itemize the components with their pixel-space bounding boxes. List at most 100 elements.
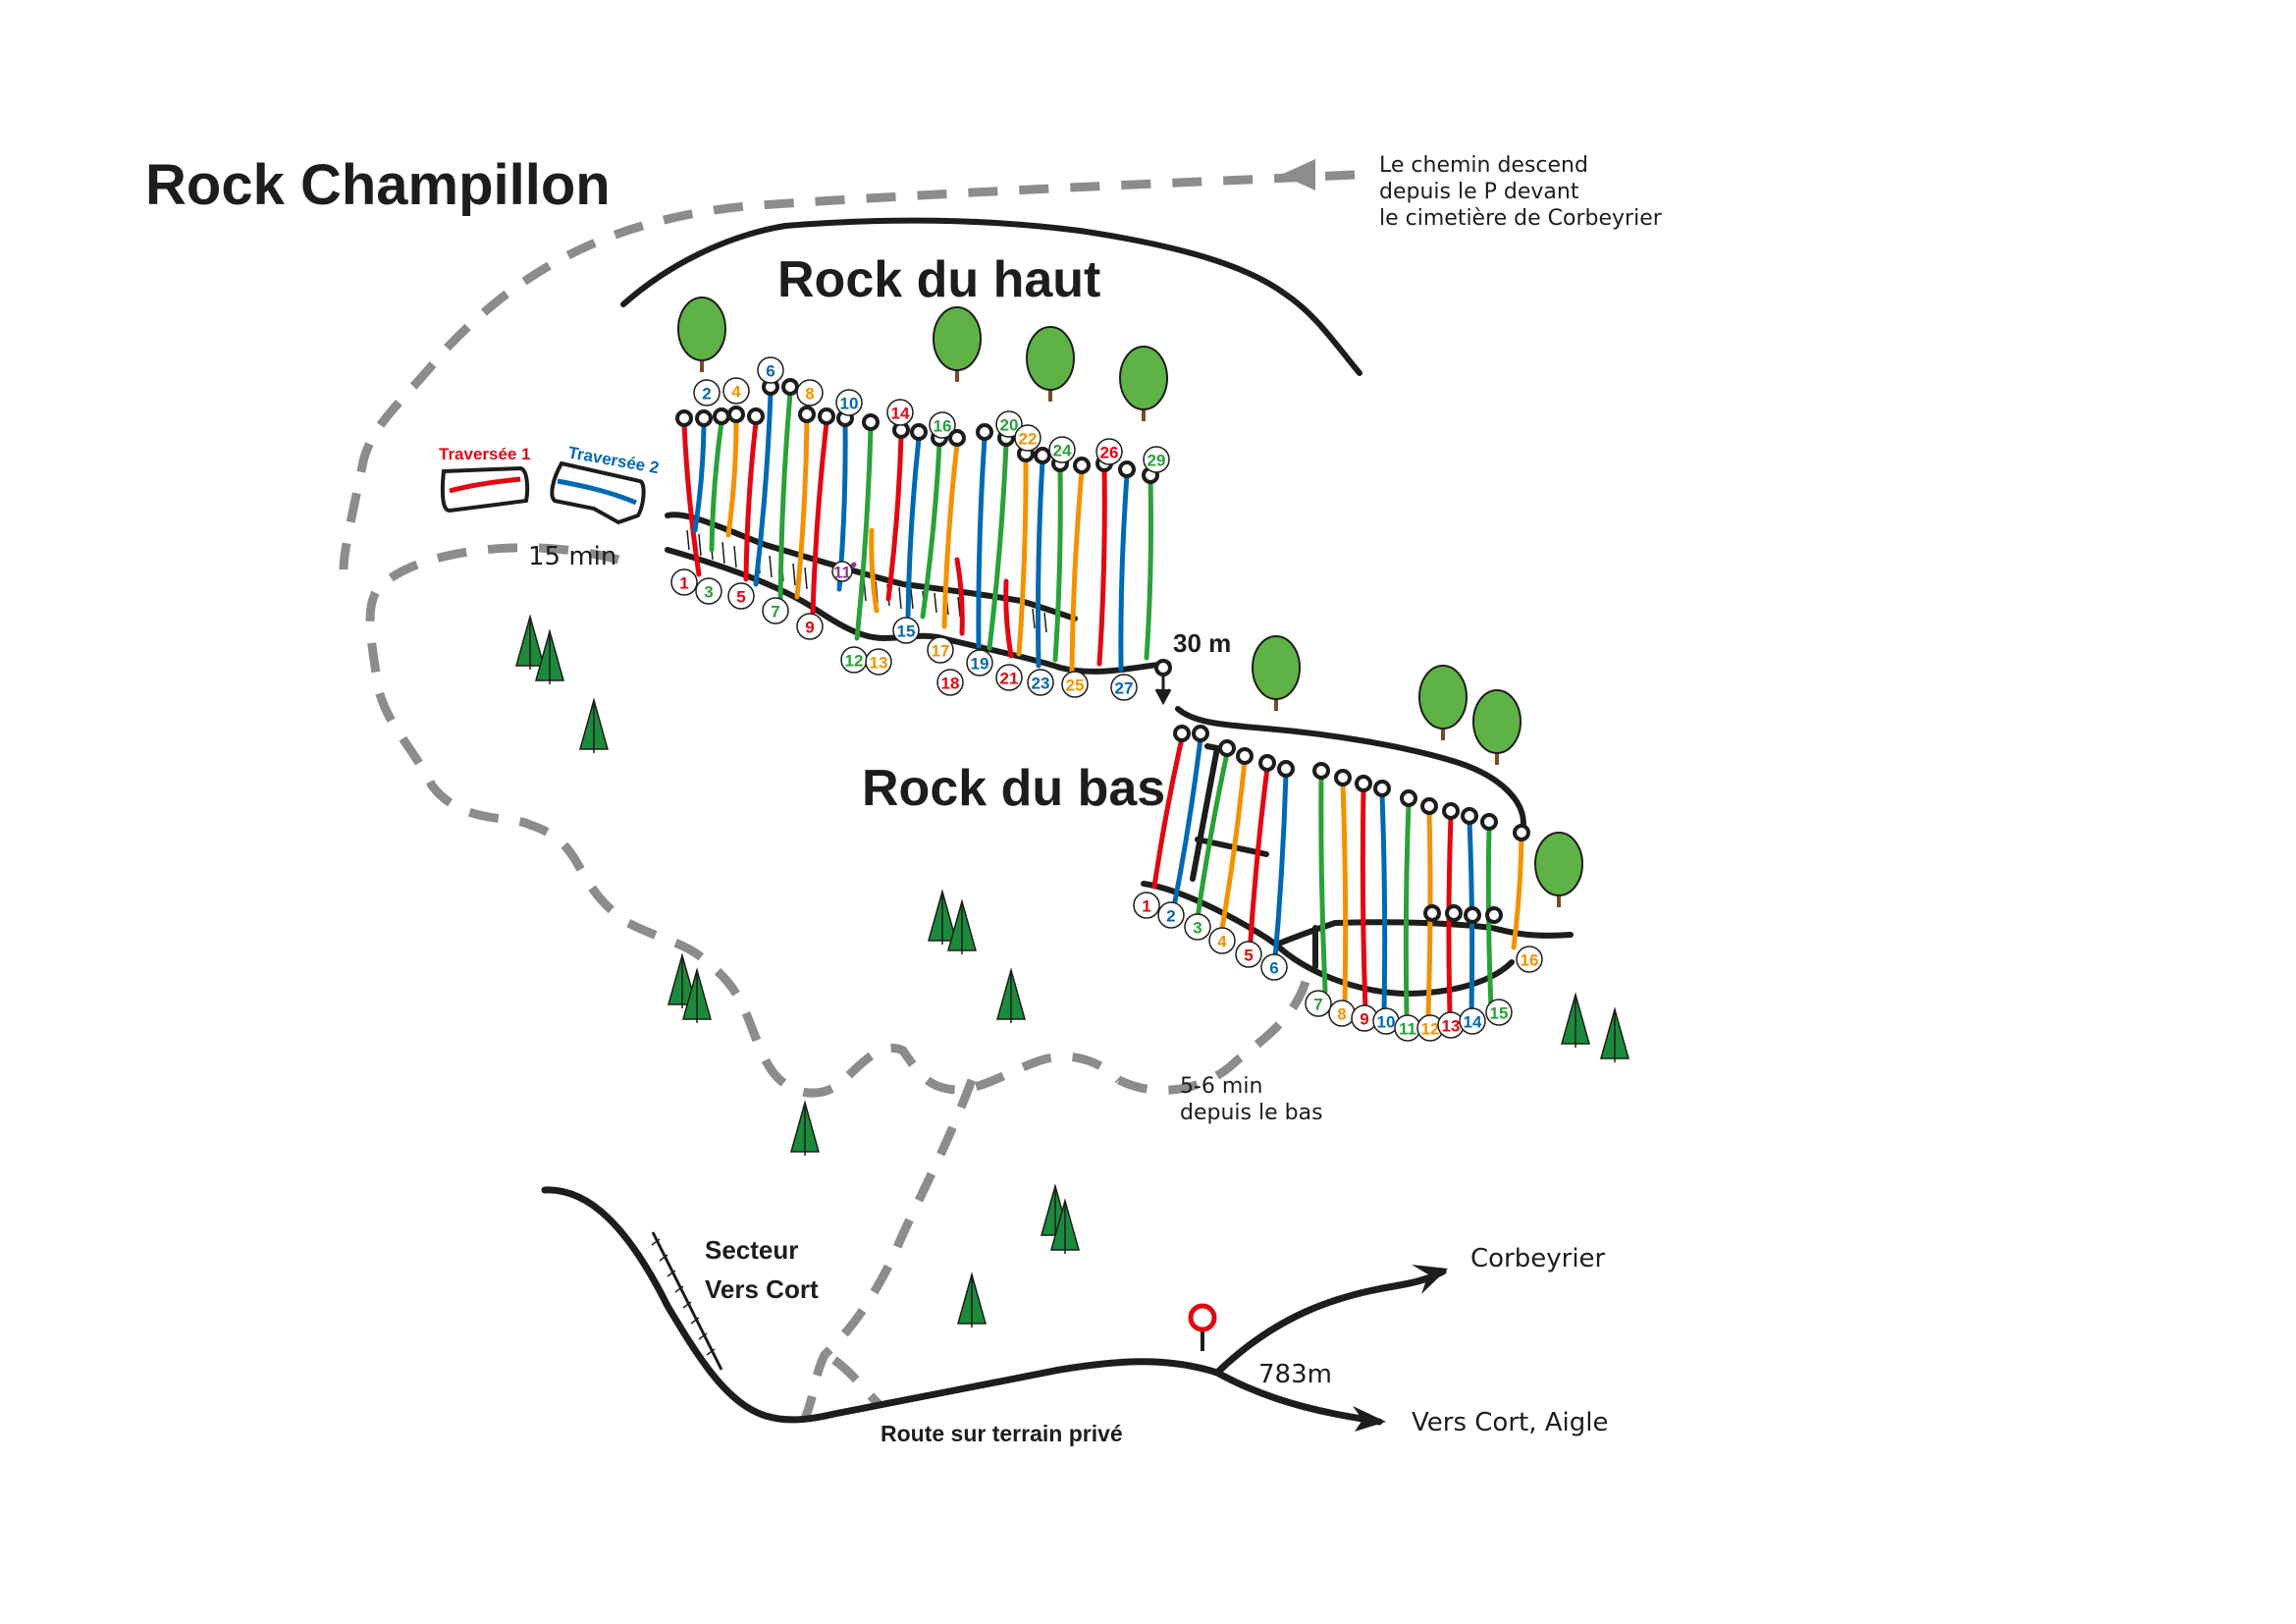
route-haut-1[interactable]: 1 [670, 409, 702, 596]
route-bas-2[interactable]: 2 [1157, 725, 1209, 929]
route-haut-4[interactable]: 4 [722, 377, 750, 538]
sector-vers-cort-line-1: Secteur [705, 1235, 798, 1265]
route-haut-25[interactable]: 25 [1061, 457, 1091, 698]
route-bas-4[interactable]: 4 [1208, 747, 1254, 954]
path-to-lower-sector [1116, 980, 1310, 1095]
route-haut-27[interactable]: 27 [1110, 460, 1138, 701]
route-number: 19 [971, 655, 989, 674]
route-line [1340, 780, 1349, 1007]
route-bas-10[interactable]: 10 [1372, 780, 1400, 1035]
route-haut-13[interactable]: 13 [865, 527, 892, 676]
route-haut-22[interactable]: 22 [1014, 424, 1041, 657]
approach-note: Le chemin descend depuis le P devant le … [1379, 153, 1663, 231]
route-number-badge [1485, 999, 1513, 1026]
route-number-badge [1048, 436, 1076, 463]
route-bas-7[interactable]: 7 [1305, 762, 1332, 1017]
route-line [1360, 785, 1368, 1012]
pine-tree-icon [1600, 1006, 1629, 1062]
route-number: 9 [1360, 1010, 1368, 1029]
anchor-ring-icon [1073, 457, 1091, 474]
route-haut-21[interactable]: 21 [995, 578, 1023, 691]
route-number: 6 [1269, 959, 1278, 978]
route-number-badge [722, 377, 750, 405]
time-to-bas-line-2: depuis le bas [1180, 1101, 1323, 1125]
route-bas-3[interactable]: 3 [1184, 739, 1236, 941]
route-bas-11[interactable]: 11 [1394, 789, 1421, 1042]
route-number: 14 [1464, 1013, 1482, 1032]
traverse-2-label: Traversée 2 [566, 443, 660, 477]
route-bas-6[interactable]: 6 [1260, 760, 1295, 981]
anchor-ring-icon [1513, 824, 1530, 841]
route-haut-5[interactable]: 5 [727, 407, 765, 610]
route-number-badge [762, 597, 789, 624]
route-number: 3 [1193, 919, 1201, 938]
pine-tree-icon [996, 967, 1026, 1023]
route-haut-16[interactable]: 16 [920, 411, 956, 620]
route-bas-1[interactable]: 1 [1133, 725, 1191, 919]
path-to-road [800, 1078, 977, 1421]
path-branch-right [831, 1356, 882, 1408]
pine-tree-icon [515, 614, 545, 670]
route-haut-17[interactable]: 17 [927, 429, 966, 664]
route-line [1003, 578, 1014, 659]
sector-vers-cort-line-2: Vers Cort [705, 1274, 819, 1304]
lower-approach-path [365, 543, 1123, 1098]
route-haut-8[interactable]: 8 [794, 379, 824, 600]
route-haut-9[interactable]: 9 [796, 407, 835, 640]
traverse-2-box [550, 460, 646, 525]
route-line [794, 417, 810, 600]
route-haut-14[interactable]: 14 [885, 399, 914, 602]
route-number-badge [1260, 953, 1288, 981]
route-line [1016, 457, 1029, 657]
route-number: 29 [1148, 452, 1166, 470]
anchor-ring-icon [1236, 747, 1254, 765]
haut-top-outline [620, 217, 1362, 376]
route-line [743, 419, 759, 582]
route-haut-10[interactable]: 10 [835, 389, 863, 592]
route-line [1172, 735, 1203, 904]
anchor-ring-icon [675, 409, 693, 427]
route-number: 1 [679, 574, 688, 593]
traverse-1-line [449, 476, 521, 494]
route-number: 9 [805, 619, 814, 637]
descent-anchor-icon [1154, 659, 1172, 677]
route-haut-19[interactable]: 19 [966, 423, 993, 677]
pine-tree-icon [579, 697, 609, 753]
route-number: 12 [845, 652, 864, 671]
pine-tree-icon [1561, 992, 1590, 1048]
approach-paths [339, 159, 1356, 1421]
route-haut-20[interactable]: 20 [987, 410, 1023, 651]
route-haut-23[interactable]: 23 [1027, 447, 1054, 696]
approach-note-line-1: Le chemin descend [1379, 153, 1588, 178]
route-number-badge [1459, 1007, 1486, 1035]
route-haut-11[interactable]: 11 [831, 561, 857, 582]
route-bas-8[interactable]: 8 [1328, 769, 1356, 1027]
route-haut-2[interactable]: 2 [692, 379, 721, 533]
route-number-badge [1027, 669, 1054, 696]
route-number: 5 [1244, 947, 1253, 965]
route-number-badge [670, 568, 698, 596]
route-bas-16[interactable]: 16 [1511, 824, 1543, 973]
anchor-ring-icon [1445, 904, 1463, 922]
route-bas-5[interactable]: 5 [1235, 754, 1276, 968]
anchor-ring-icon [781, 378, 799, 396]
route-haut-6[interactable]: 6 [753, 356, 784, 587]
route-line [1318, 773, 1328, 995]
route-line [854, 425, 874, 641]
route-bas-9[interactable]: 9 [1351, 775, 1378, 1032]
route-line [681, 421, 702, 577]
route-haut-3[interactable]: 3 [695, 407, 730, 605]
route-haut-18[interactable]: 18 [936, 557, 965, 696]
route-haut-24[interactable]: 24 [1048, 436, 1076, 663]
route-number: 26 [1100, 444, 1119, 462]
deciduous-tree-icon [1252, 635, 1301, 711]
route-haut-15[interactable]: 15 [892, 423, 928, 644]
route-haut-7[interactable]: 7 [762, 378, 799, 624]
route-haut-26[interactable]: 26 [1095, 438, 1123, 667]
route-number-badge [1143, 446, 1170, 473]
arrow-corbeyrier-icon [1412, 1265, 1448, 1294]
road-to-corbeyrier [1213, 1268, 1447, 1377]
route-number-badge [1516, 946, 1543, 973]
route-haut-29[interactable]: 29 [1142, 446, 1170, 661]
